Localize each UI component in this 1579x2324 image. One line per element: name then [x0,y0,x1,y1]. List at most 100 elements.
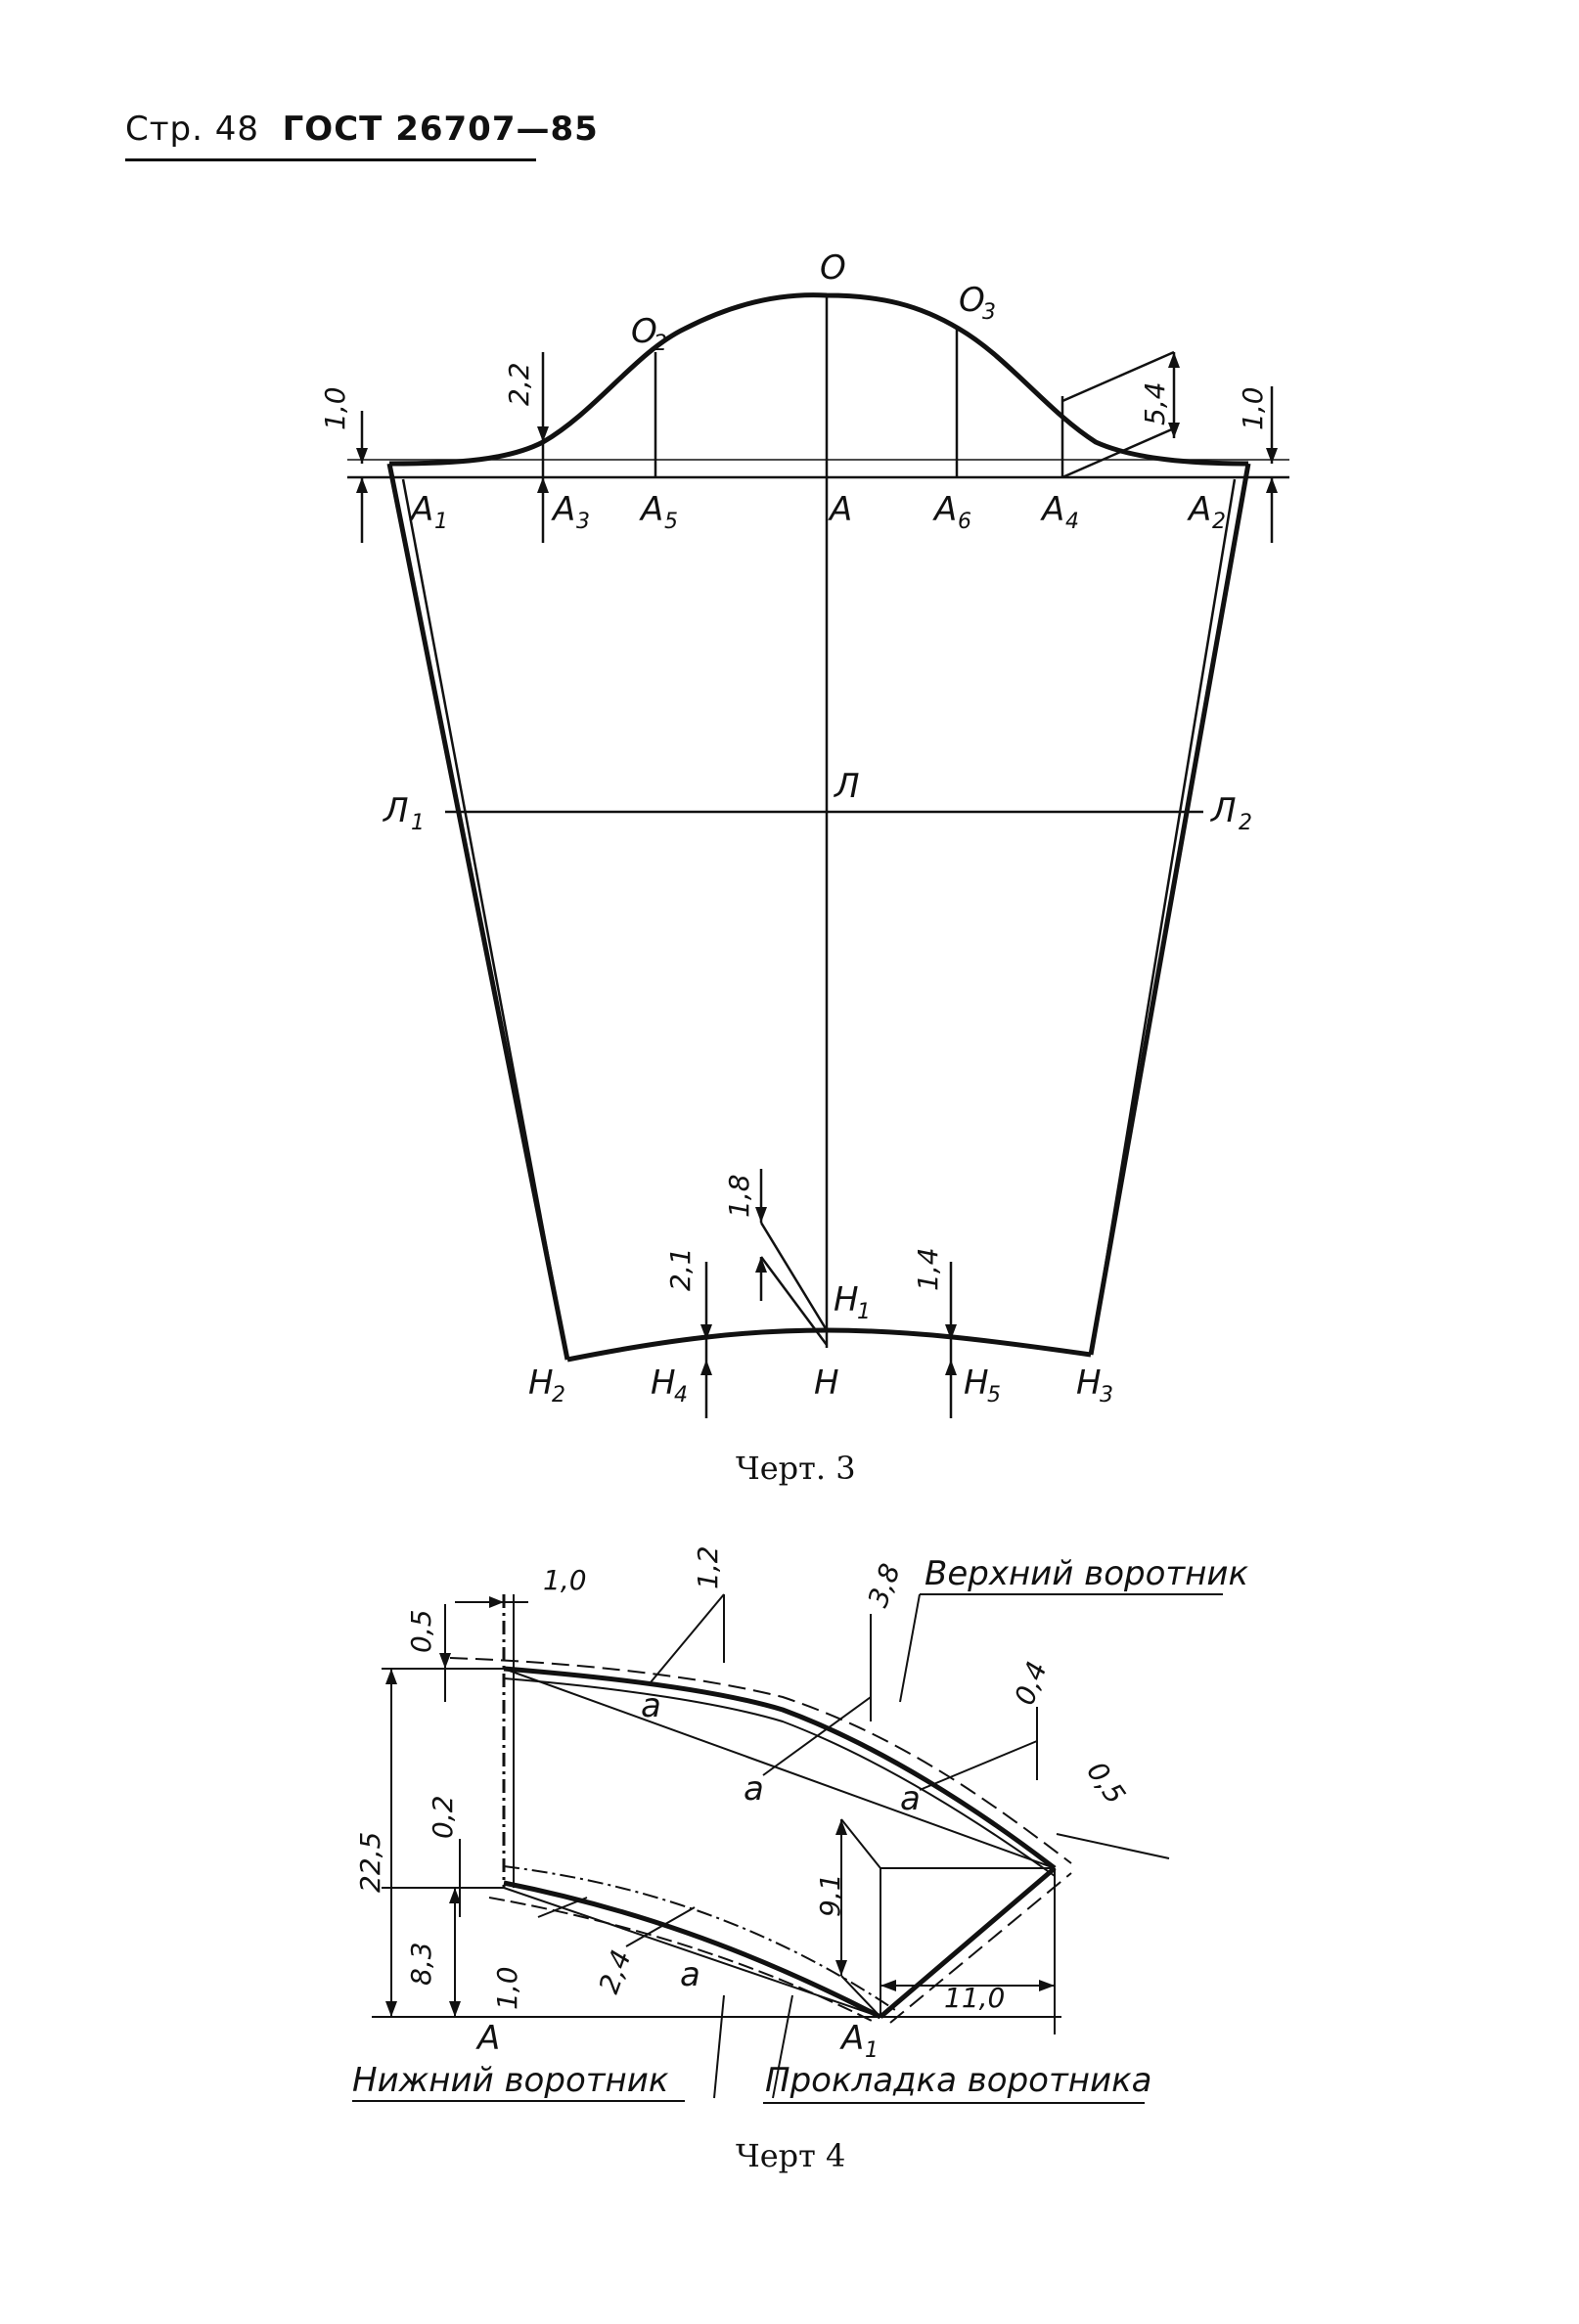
label-h3: H [1076,1363,1102,1403]
page-header: Стр. 48 ГОСТ 26707—85 [125,110,599,149]
label-interlining: Прокладка воротника [765,2061,1151,2100]
label-h1-sub: 1 [857,1300,871,1324]
lower-collar-dashdot [503,1865,896,2011]
side-seam-right-inner [1089,478,1237,1356]
label-h4: H [651,1363,676,1403]
label-a1-base: A [839,2019,864,2058]
label-h1: H [834,1280,859,1319]
label-l1-sub: 1 [411,811,425,835]
label-a1-base-sub: 1 [865,2038,879,2063]
label-a-1: a [641,1686,661,1725]
label-l2: Л [1209,791,1237,830]
label-a4: A [1040,490,1064,529]
label-a-4: a [680,1955,700,1994]
collar-chord [503,1668,1056,1869]
figure-4-caption: Черт 4 [736,2137,845,2174]
label-l1: Л [382,791,409,830]
label-a3-sub: 3 [576,510,590,534]
leader-3-8 [762,1696,872,1776]
leader-upper-collar [899,1593,921,1703]
dim-text-left-1: 1,0 [319,386,351,430]
leader-1-0-bottom [537,1897,588,1918]
label-l2-sub: 2 [1239,811,1252,835]
collar-end-seam [879,1866,1057,2019]
lower-collar-curve [503,1880,882,2020]
label-a-3: a [900,1779,921,1818]
label-o2: O [631,312,657,351]
label-h2-sub: 2 [552,1383,565,1408]
dim-text-22-5: 22,5 [354,1832,386,1893]
box-diag-bottom [840,1975,881,2018]
side-seam-right-outer [1088,463,1251,1356]
label-lower-collar: Нижний воротник [352,2061,669,2100]
dim-text-2-4: 2,4 [593,1945,638,1997]
lower-collar-chord [503,1887,881,2018]
dim-text-0-4: 0,4 [1009,1657,1054,1709]
label-a4-sub: 4 [1065,510,1079,534]
dim-text-1-8: 1,8 [723,1174,755,1218]
side-seam-left-inner [401,478,569,1361]
label-h2: H [528,1363,554,1403]
label-h: H [814,1363,839,1403]
dim-text-1-0-top: 1,0 [543,1564,587,1596]
leader-lower-collar [713,1994,725,2099]
label-upper-collar: Верхний воротник [925,1554,1249,1593]
label-o2-sub: 2 [654,332,667,356]
label-a-base: A [475,2019,500,2058]
label-a: A [828,490,852,529]
dim-text-8-3: 8,3 [405,1942,437,1986]
label-a2-sub: 2 [1212,510,1226,534]
dim-text-0-5-right: 0,5 [1080,1756,1132,1810]
dim-5-4-lower [1061,426,1175,479]
side-seam-left-outer [386,463,570,1361]
dim-text-0-2: 0,2 [427,1795,459,1839]
label-h4-sub: 4 [674,1383,688,1408]
label-a1: A [409,490,433,529]
label-a3: A [551,490,575,529]
label-a-2: a [744,1769,764,1809]
dim-text-1-4: 1,4 [912,1247,944,1291]
header-underline [125,158,536,161]
leader-2-4 [625,1906,696,1947]
dim-text-2-2: 2,2 [503,362,535,406]
label-o3: O [959,281,985,320]
dim-text-1-0-bottom: 1,0 [491,1966,523,2010]
label-o3-sub: 3 [982,300,996,325]
dim-text-1-2: 1,2 [692,1545,724,1589]
label-l: Л [833,767,860,806]
label-h3-sub: 3 [1100,1383,1113,1408]
fig3-arrowheads [356,352,1278,1375]
dim-text-right-1: 1,0 [1237,386,1269,430]
label-a1-sub: 1 [434,510,448,534]
dim-text-2-1: 2,1 [664,1247,697,1291]
leader-0-4 [919,1740,1038,1791]
collar-end-seam-dashed [889,1872,1072,2024]
dim-text-0-5-top: 0,5 [405,1609,437,1653]
hem-curve [566,1327,1092,1363]
upper-collar-curve [503,1666,1057,1870]
fig4-arrowheads [385,1596,1055,2017]
label-h5: H [964,1363,989,1403]
dim-text-5-4: 5,4 [1139,381,1171,425]
label-o: O [820,248,846,288]
label-a2: A [1187,490,1211,529]
dim-text-3-8: 3,8 [862,1559,907,1611]
dim-text-11-0: 11,0 [944,1982,1005,2014]
label-a5: A [639,490,663,529]
dim-text-9-1: 9,1 [814,1873,846,1917]
leader-interlining [772,1994,793,2099]
label-a6-sub: 6 [958,510,971,534]
label-a5-sub: 5 [664,510,678,534]
standard-code: ГОСТ 26707—85 [282,110,599,149]
page-number: Стр. 48 [125,110,260,149]
box-diag [840,1818,881,1869]
label-a6: A [932,490,957,529]
label-h5-sub: 5 [987,1383,1001,1408]
h1-diag-1 [759,1222,829,1331]
dim-5-4-upper [1061,350,1175,403]
leader-0-5-right [1056,1833,1170,1859]
upper-collar-dashed [449,1657,1072,1864]
h1-diag-2 [759,1256,829,1346]
leader-1-2 [650,1593,725,1683]
